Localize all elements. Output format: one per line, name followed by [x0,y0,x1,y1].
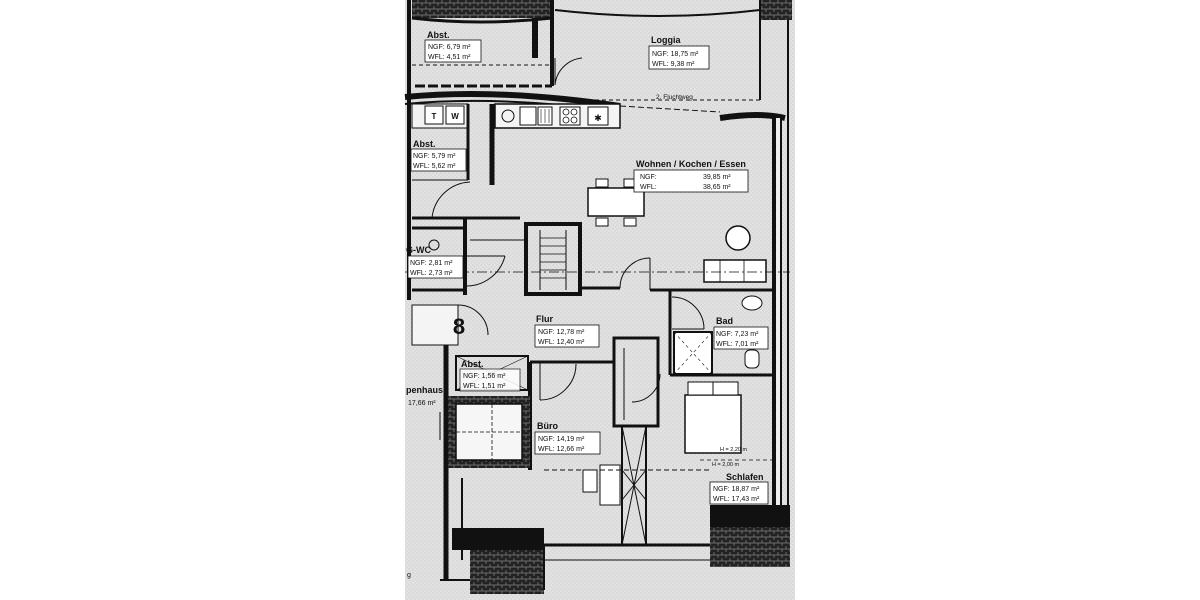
kitchen-counter: ✱ [494,103,621,129]
label-abst-top: Abst. NGF: 6,79 m² WFL: 4,51 m² [424,30,482,63]
svg-text:WFL: 5,62 m²: WFL: 5,62 m² [413,163,456,170]
svg-text:39,85 m²: 39,85 m² [703,174,731,181]
svg-text:WFL: 12,40 m²: WFL: 12,40 m² [538,339,585,346]
svg-text:Flur: Flur [536,314,553,324]
living-furniture [703,225,767,283]
bad-room [670,295,772,377]
label-flur: Flur NGF: 12,78 m² WFL: 12,40 m² [534,314,600,348]
svg-text:NGF: 2,81 m²: NGF: 2,81 m² [410,260,453,267]
svg-text:Abst.: Abst. [427,30,450,40]
bottom-walls [440,469,790,594]
svg-text:NGF: 18,75 m²: NGF: 18,75 m² [652,51,699,58]
svg-text:17,66 m²: 17,66 m² [408,400,436,407]
svg-text:Büro: Büro [537,421,558,431]
svg-text:NGF: 6,79 m²: NGF: 6,79 m² [428,44,471,51]
svg-text:38,65 m²: 38,65 m² [703,184,731,191]
elevator [439,355,530,468]
washer-label: W [451,112,459,121]
edge-letter: g [407,572,411,579]
svg-text:Bad: Bad [716,316,733,326]
height-note-1: H = 2,20 m [720,447,747,453]
svg-text:WFL: 17,43 m²: WFL: 17,43 m² [713,496,760,503]
label-schlafen: Schlafen NGF: 18,87 m² WFL: 17,43 m² [709,472,769,505]
svg-text:WFL: 7,01 m²: WFL: 7,01 m² [716,341,759,348]
unit-number-box: 8 [411,304,489,346]
middle-walls [405,257,790,375]
bed [684,381,772,461]
svg-text:Abst.: Abst. [413,139,436,149]
label-bad: Bad NGF: 7,23 m² WFL: 7,01 m² [713,316,769,350]
gwc-room [412,218,506,295]
svg-text:WFL: 9,38 m²: WFL: 9,38 m² [652,61,695,68]
label-gwc: G-WC NGF: 2,81 m² WFL: 2,73 m² [406,245,464,279]
svg-text:Loggia: Loggia [651,35,681,45]
dryer-label: T [432,112,437,121]
label-wohnen: Wohnen / Kochen / Essen NGF: 39,85 m² WF… [633,159,749,193]
svg-text:WFL: 1,51 m²: WFL: 1,51 m² [463,383,506,390]
label-treppenhaus: penhaus 17,66 m² [406,385,443,407]
svg-text:WFL: 2,73 m²: WFL: 2,73 m² [410,270,453,277]
unit-number: 8 [453,314,465,339]
svg-text:NGF: 1,56 m²: NGF: 1,56 m² [463,373,506,380]
svg-text:WFL:: WFL: [640,184,657,191]
svg-text:WFL: 4,51 m²: WFL: 4,51 m² [428,54,471,61]
svg-text:✱: ✱ [594,113,602,123]
label-abst-left: Abst. NGF: 5,79 m² WFL: 5,62 m² [410,139,467,172]
dining-table [587,178,645,227]
main-top-wall [404,91,786,121]
svg-text:NGF: 14,19 m²: NGF: 14,19 m² [538,436,585,443]
label-abst-small: Abst. NGF: 1,56 m² WFL: 1,51 m² [459,359,521,392]
fluchtweg-label: 2. Fluchtweg [656,94,693,101]
svg-text:NGF: 7,23 m²: NGF: 7,23 m² [716,331,759,338]
label-loggia: Loggia NGF: 18,75 m² WFL: 9,38 m² 2. Flu… [648,35,710,101]
height-note-2: H = 2,00 m [712,462,739,468]
shaft [612,336,661,546]
svg-text:Abst.: Abst. [461,359,484,369]
svg-text:NGF:: NGF: [640,174,657,181]
svg-text:NGF: 12,78 m²: NGF: 12,78 m² [538,329,585,336]
svg-text:G-WC: G-WC [406,245,431,255]
top-walls [411,0,792,101]
svg-text:NGF: 5,79 m²: NGF: 5,79 m² [413,153,456,160]
svg-text:penhaus: penhaus [406,385,443,395]
svg-text:Schlafen: Schlafen [726,472,764,482]
svg-text:WFL: 12,66 m²: WFL: 12,66 m² [538,446,585,453]
svg-text:Wohnen / Kochen / Essen: Wohnen / Kochen / Essen [636,159,746,169]
left-wall [407,0,449,580]
svg-text:NGF: 18,87 m²: NGF: 18,87 m² [713,486,760,493]
label-buero: Büro NGF: 14,19 m² WFL: 12,66 m² [534,421,601,455]
right-wall [772,20,789,560]
abst-left-room [411,103,520,220]
buero-walls [528,360,621,506]
stairs [470,222,582,296]
